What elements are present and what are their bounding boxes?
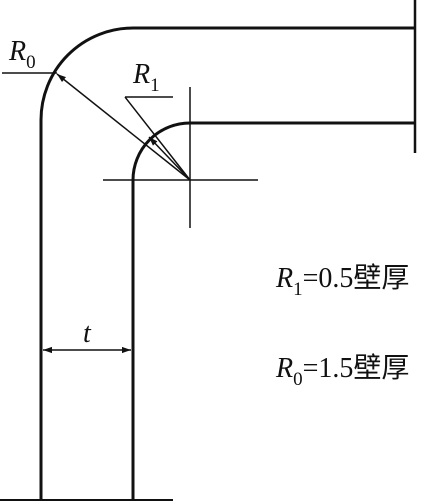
thickness-label: t (83, 318, 91, 349)
outer-wall-line (39, 26, 415, 500)
legend-r1-symbol: R (276, 263, 294, 294)
r1-leader-diagonal (124, 96, 191, 181)
legend-r0-subscript: 0 (293, 369, 303, 390)
r1-label-subscript: 1 (150, 75, 160, 96)
r1-dimension-arrow (148, 136, 191, 181)
r0-dimension-arrow (56, 73, 191, 181)
r0-label-symbol: R (9, 36, 27, 67)
legend-r1-subscript: 1 (293, 279, 303, 300)
legend-r0-value: =1.5壁厚 (302, 353, 410, 384)
legend-r0: R0=1.5壁厚 (276, 353, 410, 390)
legend-r0-symbol: R (276, 353, 294, 384)
r1-label: R1 (133, 59, 160, 96)
r1-label-symbol: R (133, 59, 151, 90)
r0-label: R0 (9, 36, 36, 73)
legend-r1-value: =0.5壁厚 (302, 263, 410, 294)
legend-r1: R1=0.5壁厚 (276, 263, 410, 300)
r0-label-subscript: 0 (26, 52, 36, 73)
